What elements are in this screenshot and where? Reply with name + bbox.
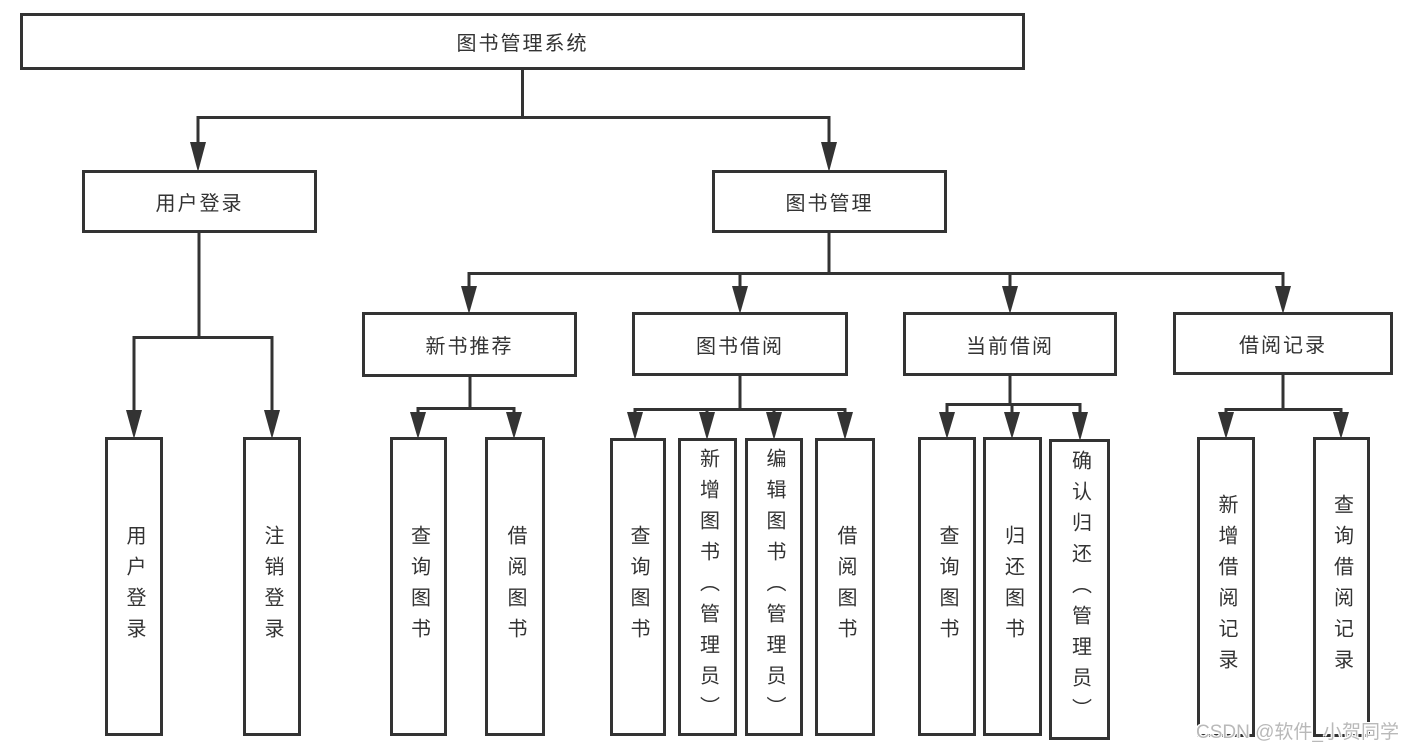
node-leaf-add-book-admin: 新增图书（管理员） [678,438,737,736]
node-leaf-add-borrow-record: 新增借阅记录 [1197,437,1255,737]
node-leaf-query-book-borrow: 查询图书 [610,438,666,736]
node-current-borrow: 当前借阅 [903,312,1117,376]
connector-book-management-branch [467,233,1285,287]
node-label: 借阅图书 [504,524,526,649]
node-label: 查询图书 [627,525,649,649]
connector-borrow-record-branch [1224,375,1343,414]
node-label: 新增借阅记录 [1215,494,1237,680]
node-label: 用户登录 [155,193,244,215]
node-label: 借阅记录 [1239,335,1327,357]
node-library-management-system: 图书管理系统 [20,13,1025,70]
node-leaf-logout: 注销登录 [243,437,301,736]
node-label: 编辑图书（管理员） [763,447,785,727]
connector-root-to-level1 [196,70,831,144]
node-label: 查询借阅记录 [1330,494,1353,680]
csdn-watermark: CSDN @软件_小贺同学 [1196,722,1399,743]
node-label: 当前借阅 [966,335,1054,358]
node-label: 图书管理 [785,193,874,215]
node-label: 用户登录 [123,524,145,649]
node-book-borrow: 图书借阅 [632,312,848,376]
node-label: 查询图书 [407,524,430,649]
node-leaf-borrow-book: 借阅图书 [815,438,875,736]
node-label: 借阅图书 [834,525,856,649]
node-new-book-recommend: 新书推荐 [362,312,577,377]
node-leaf-borrow-book-recommend: 借阅图书 [485,437,545,736]
node-label: 新书推荐 [425,336,514,358]
node-label: 图书管理系统 [456,33,589,55]
node-label: 确认归还（管理员） [1068,450,1091,729]
node-leaf-user-login: 用户登录 [105,437,163,736]
node-user-login: 用户登录 [82,170,317,233]
node-label: 新增图书（管理员） [696,447,719,727]
node-label: 注销登录 [261,524,283,649]
node-label: 归还图书 [1001,524,1024,649]
node-book-management: 图书管理 [712,170,947,233]
node-leaf-query-borrow-record: 查询借阅记录 [1313,437,1370,737]
connector-book-borrow-branch [633,376,847,414]
connector-current-borrow-branch [945,376,1082,414]
connector-new-book-branch [416,377,516,414]
node-borrow-record: 借阅记录 [1173,312,1393,375]
node-label: 查询图书 [936,524,958,649]
node-leaf-query-book-current: 查询图书 [918,437,976,736]
node-leaf-edit-book-admin: 编辑图书（管理员） [745,438,803,736]
node-leaf-confirm-return-admin: 确认归还（管理员） [1049,439,1110,740]
node-leaf-query-book-recommend: 查询图书 [390,437,447,736]
node-leaf-return-book: 归还图书 [983,437,1042,736]
connector-user-login-branch [132,233,274,412]
node-label: 图书借阅 [696,335,784,358]
